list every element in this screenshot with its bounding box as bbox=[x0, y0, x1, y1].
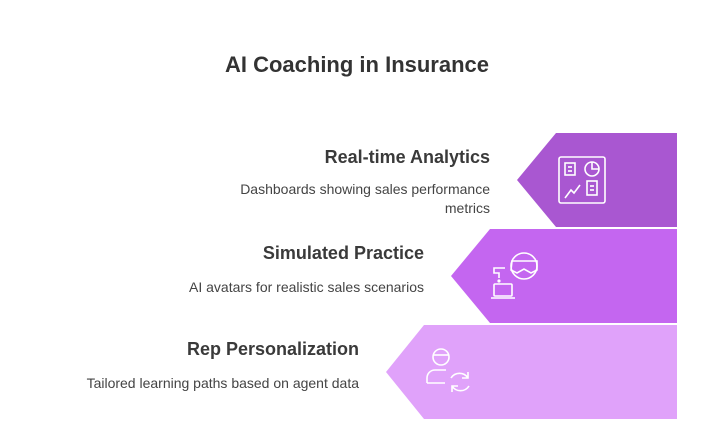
description-simulated-practice: AI avatars for realistic sales scenarios bbox=[189, 279, 424, 295]
user-sync-icon bbox=[426, 348, 470, 392]
page-title: AI Coaching in Insurance bbox=[224, 52, 490, 77]
band-rep-personalization bbox=[386, 325, 677, 419]
heading-real-time-analytics: Real-time Analytics bbox=[324, 147, 490, 167]
heading-rep-personalization: Rep Personalization bbox=[186, 339, 359, 359]
vr-headset-laptop-icon bbox=[491, 252, 538, 299]
description-rep-personalization: Tailored learning paths based on agent d… bbox=[86, 375, 359, 391]
band-simulated-practice bbox=[451, 229, 677, 323]
band-real-time-analytics bbox=[517, 133, 677, 227]
description-real-time-analytics: Dashboards showing sales performance met… bbox=[240, 181, 490, 216]
heading-simulated-practice: Simulated Practice bbox=[262, 243, 424, 263]
dashboard-icon bbox=[558, 156, 606, 204]
